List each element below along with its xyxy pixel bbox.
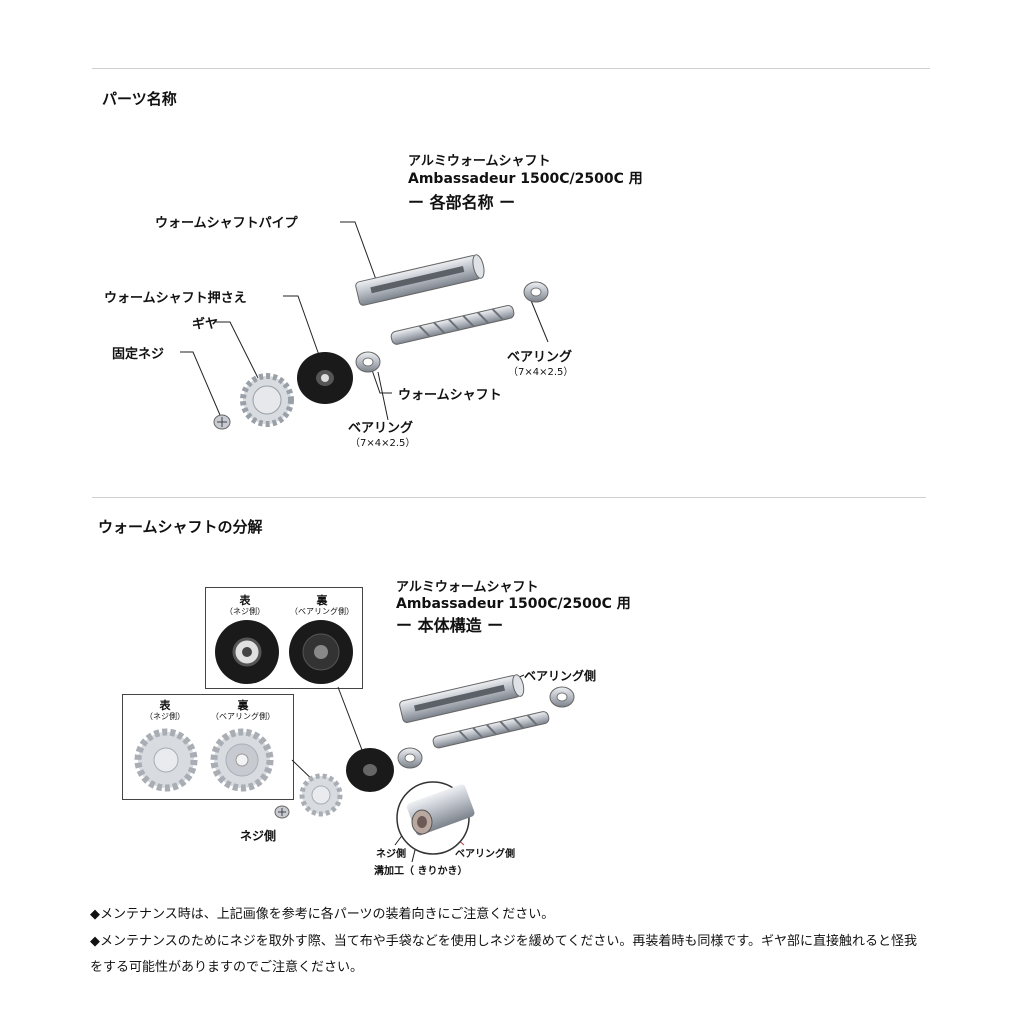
structure-bearing-right xyxy=(550,687,574,707)
note-2: ◆メンテナンスのためにネジを取外す際、当て布や手袋などを使用しネジを緩めてくださ… xyxy=(90,929,930,981)
structure-gear xyxy=(302,776,340,814)
structure-bearing-left xyxy=(398,748,422,768)
gear-front-image xyxy=(138,732,194,788)
structure-pipe xyxy=(399,674,526,724)
structure-screw xyxy=(275,806,289,818)
leader-retainer-box xyxy=(338,687,362,750)
gear-back-image xyxy=(214,732,270,788)
pipe-end-detail-circle xyxy=(397,782,476,854)
retainer-front-image xyxy=(215,620,279,684)
structure-retainer xyxy=(346,748,394,792)
note-1: ◆メンテナンス時は、上記画像を参考に各パーツの装着向きにご注意ください。 xyxy=(90,902,930,928)
retainer-back-image xyxy=(289,620,353,684)
structure-shaft xyxy=(432,711,550,749)
